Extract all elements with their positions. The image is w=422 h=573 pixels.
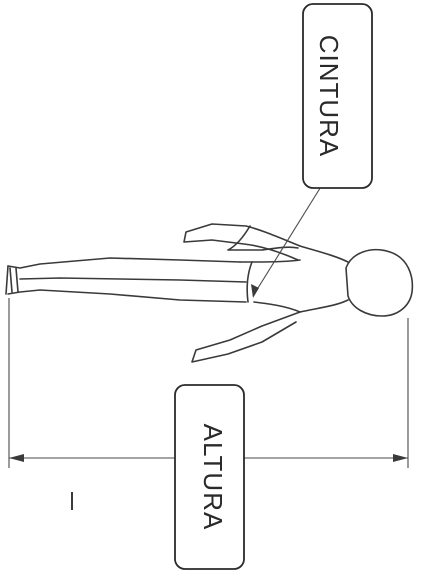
human-figure [6, 224, 412, 362]
figure-torso-bottom [254, 302, 300, 312]
figure-leg-top [8, 258, 240, 268]
figure-waist [247, 262, 252, 302]
figure-torso-top [240, 260, 300, 262]
waist-label-group: CINTURA [303, 4, 372, 188]
arrowhead-left-icon [9, 454, 24, 462]
figure-arm-upper [184, 224, 300, 260]
waist-pointer-line [253, 185, 322, 296]
arrowhead-right-icon [393, 454, 408, 462]
waist-pointer [251, 185, 322, 298]
figure-head [346, 250, 412, 316]
figure-hand-upper [228, 226, 298, 250]
waist-arrowhead-icon [251, 284, 259, 298]
figure-feet [6, 266, 18, 294]
waist-label: CINTURA [314, 35, 344, 158]
figure-arm-lower [192, 312, 300, 362]
height-label: ALTURA [198, 424, 228, 531]
figure-shoulders [300, 246, 348, 312]
figure-leg-bottom [8, 290, 246, 302]
figure-leg-gap [20, 278, 246, 282]
height-label-group: ALTURA [175, 385, 244, 569]
